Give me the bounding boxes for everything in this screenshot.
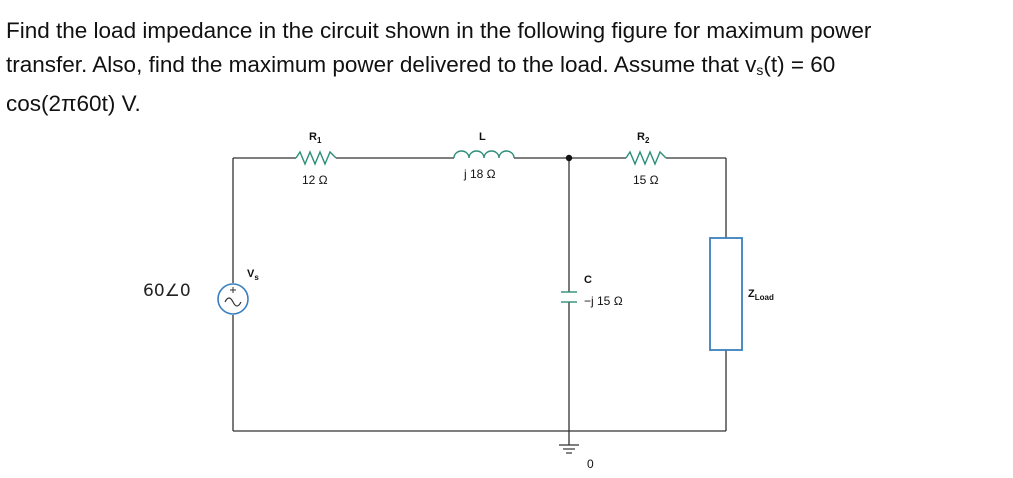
ac-source — [217, 283, 249, 315]
problem-statement: Find the load impedance in the circuit s… — [6, 14, 1006, 121]
problem-line-2: transfer. Also, find the maximum power d… — [6, 52, 836, 78]
inductor-name: L — [479, 131, 486, 143]
circuit-wires — [232, 157, 727, 445]
capacitor-value: −j 15 Ω — [584, 294, 623, 308]
r1-value: 12 Ω — [302, 173, 328, 187]
capacitor-name: C — [584, 274, 592, 286]
problem-line-1: Find the load impedance in the circuit s… — [6, 18, 872, 43]
inductor — [453, 150, 515, 159]
r2-value: 15 Ω — [633, 173, 659, 187]
problem-line-3: cos(2π60t) V. — [6, 91, 141, 116]
r1-resistor — [295, 150, 337, 166]
r2-name: R2 — [637, 131, 650, 145]
ground-symbol — [559, 444, 579, 454]
r1-name: R1 — [309, 131, 322, 145]
capacitor — [561, 291, 577, 303]
r2-resistor — [625, 150, 667, 166]
junction-node — [565, 154, 573, 162]
source-value: 60∠0 — [143, 281, 191, 301]
load-impedance-box — [709, 237, 743, 351]
load-name: ZLoad — [748, 288, 774, 302]
ground-label: 0 — [587, 457, 594, 471]
source-name: Vs — [247, 268, 259, 282]
inductor-value: j 18 Ω — [463, 167, 496, 181]
